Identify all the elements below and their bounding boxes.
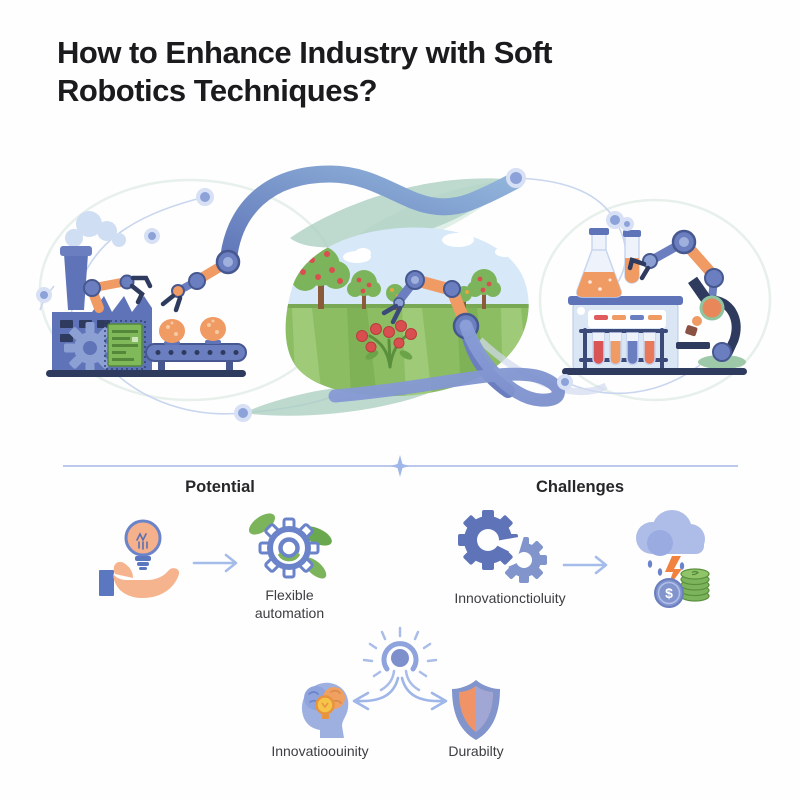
- bottom-ribbon: [328, 319, 608, 407]
- factory-ground: [46, 370, 246, 377]
- branch-arrows: [352, 676, 448, 711]
- lab-robot-arm: [627, 229, 724, 304]
- top-ribbon: [219, 165, 525, 273]
- produce-items: [159, 317, 226, 345]
- hand-holding-lightbulb-icon: [99, 519, 180, 598]
- svg-text:$: $: [665, 585, 673, 601]
- lab-scene: [562, 228, 747, 375]
- fruit-plant: [356, 320, 417, 369]
- test-tube-icon: [623, 230, 641, 284]
- innovation-outcome-label: Innovatioouinity: [271, 743, 369, 759]
- radiant-beacon-icon: [362, 626, 438, 692]
- factory-robot-arm: [160, 257, 233, 313]
- innovation-gears-label: Innovationctioluity: [454, 590, 566, 606]
- brain-head-icon: [301, 682, 349, 738]
- storm-cloud-cost-icon: $: [636, 510, 710, 608]
- lab-ground: [562, 368, 747, 375]
- page-title-line2: Robotics Techniques?: [57, 72, 378, 108]
- arrow-right-icon: [562, 555, 608, 575]
- page-title-line1: How to Enhance Industry with Soft: [57, 35, 553, 70]
- apple-tree-icon: [467, 269, 501, 309]
- broken-gears-icon: [458, 510, 547, 583]
- storm-cloud: [636, 510, 705, 556]
- cabinet-strips: [594, 315, 662, 320]
- potential-section-label: Potential: [185, 478, 255, 496]
- coin-stack-icon: [680, 568, 710, 602]
- smoke-puffs: [65, 211, 126, 247]
- arm-shoulder-core: [223, 257, 233, 267]
- divider-center-tick: [391, 455, 409, 477]
- test-tube-rack: [579, 328, 668, 374]
- connector-nodes: [36, 168, 634, 422]
- factory-scene: [46, 211, 247, 377]
- flask-icon: [576, 228, 622, 298]
- circuit-panel: [104, 320, 146, 370]
- challenges-section-label: Challenges: [535, 478, 625, 496]
- microscope-icon: [676, 276, 746, 369]
- arrow-right-icon: [192, 553, 238, 573]
- cloud-icon: [343, 231, 515, 263]
- flexible-automation-label: Flexible automation: [254, 587, 325, 622]
- shield-icon: [452, 680, 500, 740]
- dollar-coin-icon: $: [654, 578, 684, 608]
- lightning-bolt-icon: [665, 556, 682, 589]
- page-title: How to Enhance Industry with Soft Roboti…: [57, 34, 677, 110]
- durability-label: Durabilty: [448, 743, 504, 759]
- farm-scene: [285, 227, 608, 407]
- eco-gear-icon: [248, 513, 332, 579]
- conveyor-belt: [145, 343, 247, 372]
- main-illustration: [36, 165, 772, 422]
- chimney: [64, 254, 88, 310]
- factory-robot-arm: [83, 274, 153, 313]
- apple-tree-icon: [347, 270, 381, 309]
